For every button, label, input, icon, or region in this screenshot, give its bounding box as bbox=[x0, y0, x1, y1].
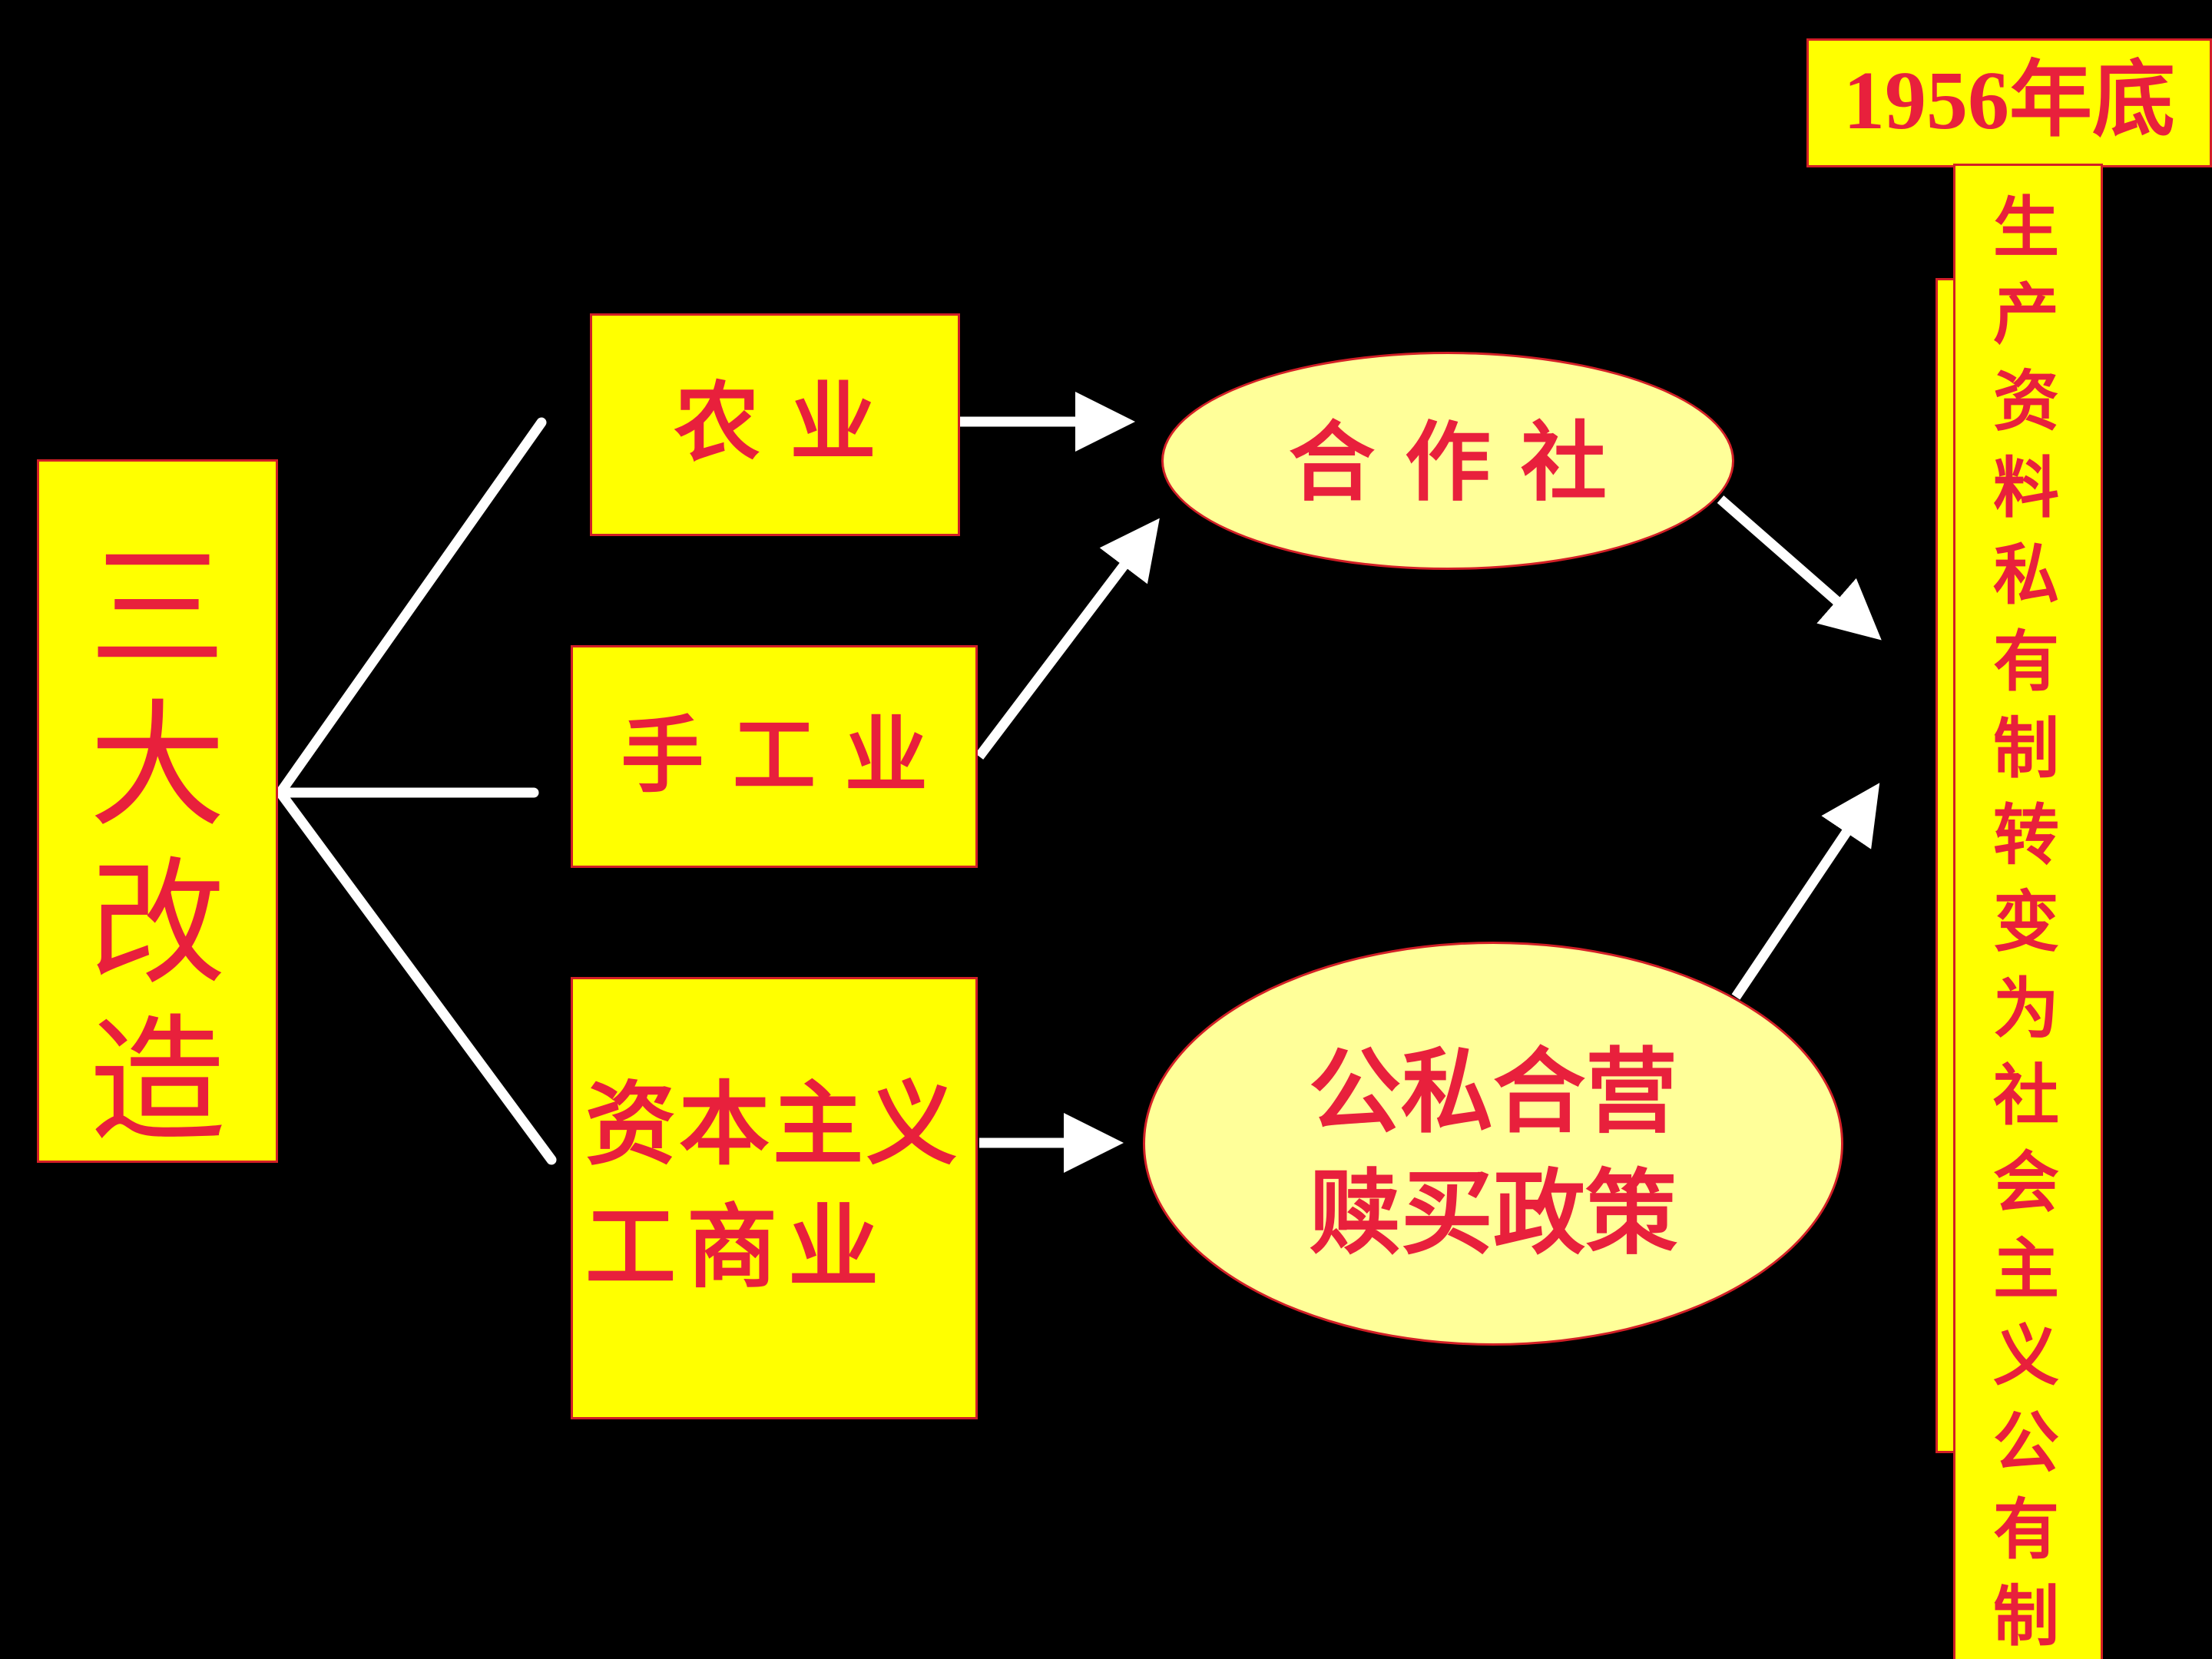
result-conclusion-text: 生产资料私有制转变为社会主义公有制 bbox=[1993, 189, 2059, 1655]
root-box bbox=[37, 459, 278, 1163]
arrow-joint-to-result bbox=[1731, 783, 1880, 1000]
bracket-line-to-agriculture bbox=[275, 417, 547, 798]
date-box bbox=[1806, 38, 2212, 167]
handicraft-label: 手 工 业 bbox=[621, 707, 928, 804]
cooperative-ellipse bbox=[1161, 352, 1734, 570]
capitalist-box bbox=[571, 977, 978, 1419]
capitalist-label-line2: 工商业 bbox=[585, 1194, 890, 1300]
bracket-line-to-capitalist bbox=[275, 787, 557, 1165]
redemption-policy-label: 赎买政策 bbox=[1309, 1159, 1677, 1267]
capitalist-label-line1: 资本主义 bbox=[585, 1071, 961, 1177]
root-label: 三大改造 bbox=[89, 529, 226, 1161]
joint-ownership-ellipse bbox=[1143, 942, 1843, 1346]
cooperative-label: 合 作 社 bbox=[1289, 412, 1607, 513]
agriculture-box bbox=[590, 313, 960, 536]
arrow-handicraft-to-cooperative bbox=[975, 518, 1160, 760]
agriculture-label: 农 业 bbox=[674, 373, 876, 473]
result-bar bbox=[1953, 164, 2103, 1659]
handicraft-box bbox=[571, 645, 978, 868]
arrow-cooperative-to-result bbox=[1717, 495, 1882, 641]
joint-ownership-label-line1: 公私合营 bbox=[1309, 1038, 1677, 1146]
date-label: 1956年底 bbox=[1843, 55, 2175, 147]
